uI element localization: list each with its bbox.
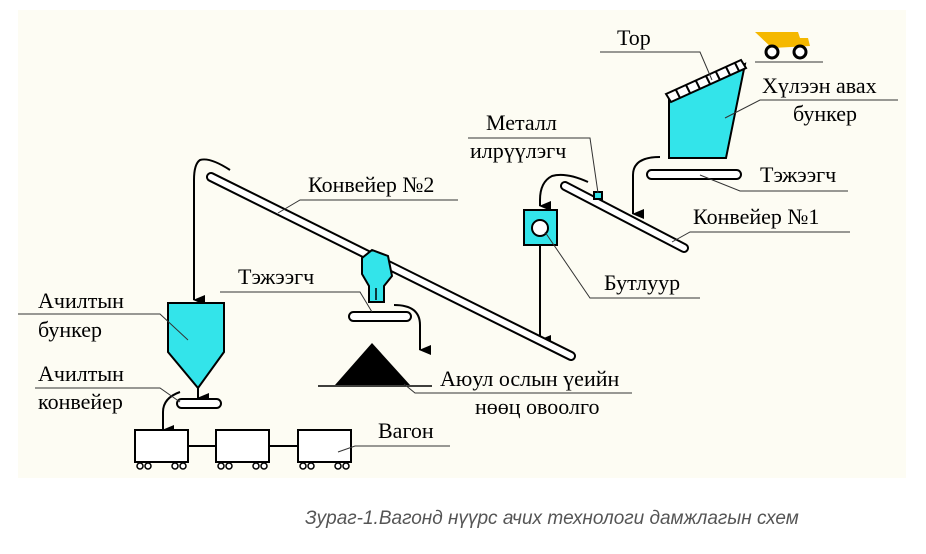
feeder-mid-chute — [361, 248, 394, 303]
dump-truck-icon — [755, 32, 823, 63]
metal-detector — [593, 191, 603, 200]
label-loading-hopper-2: бункер — [38, 317, 102, 342]
figure-caption: Зураг-1.Вагонд нүүрс ачих технологи дамж… — [305, 508, 799, 529]
label-receiving-hopper-2: бункер — [793, 101, 857, 126]
label-loading-conveyor-1: Ачилтын — [38, 361, 124, 386]
leader-lines — [18, 51, 898, 453]
crusher — [523, 209, 558, 246]
label-feeder-mid: Тэжээгч — [238, 264, 314, 289]
label-metal-detector-1: Металл — [486, 110, 557, 135]
label-conveyor-1: Конвейер №1 — [693, 204, 819, 229]
feeder-mid-belt — [348, 311, 412, 322]
label-screen: Тор — [617, 25, 651, 50]
stockpile — [335, 343, 410, 385]
label-crusher: Бутлуур — [604, 270, 680, 295]
receiving-hopper — [664, 58, 748, 159]
label-loading-hopper-1: Ачилтын — [38, 288, 124, 313]
loading-hopper — [167, 302, 225, 390]
label-receiving-hopper-1: Хүлээн авах — [762, 73, 877, 98]
label-stockpile-2: нөөц овоолго — [475, 394, 599, 419]
label-metal-detector-2: илрүүлэгч — [470, 138, 566, 163]
loading-conveyor-belt — [176, 398, 222, 409]
label-stockpile-1: Аюул ослын үеийн — [440, 366, 619, 391]
feeder-top-belt — [646, 169, 742, 180]
label-conveyor-2: Конвейер №2 — [308, 172, 434, 197]
wagon-train — [134, 429, 352, 470]
screen-grate — [664, 58, 748, 104]
label-wagon: Вагон — [378, 418, 434, 443]
label-loading-conveyor-2: конвейер — [38, 389, 123, 414]
label-feeder-top: Тэжээгч — [760, 162, 836, 187]
